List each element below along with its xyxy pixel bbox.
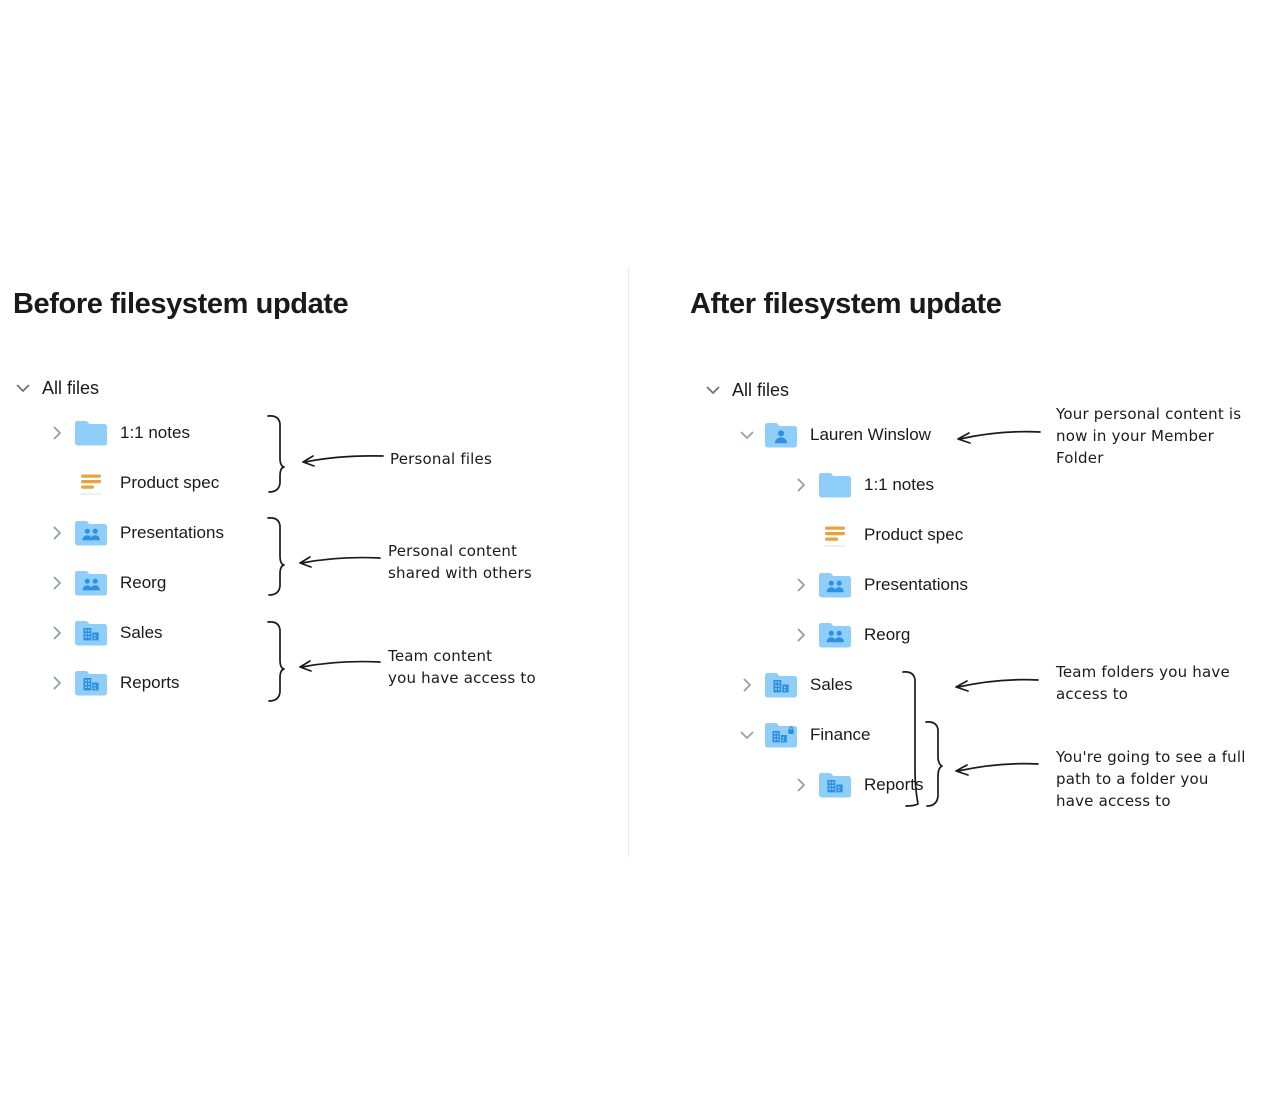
chevron-right-icon[interactable] [46,422,68,444]
chevron-right-icon[interactable] [46,622,68,644]
folder-icon [818,470,852,500]
paper-doc-icon [74,468,108,498]
shared-folder-icon [74,518,108,548]
tree-row-label: Reports [864,775,924,794]
tree-row-all-files[interactable]: All files [690,370,1030,410]
tree-row-reorg[interactable]: Reorg [690,610,1030,660]
lock-badge [788,726,794,734]
tree-row-label: Presentations [120,523,224,542]
tree-row-presentations[interactable]: Presentations [0,508,300,558]
tree-row-reports[interactable]: Reports [690,760,1030,810]
tree-row-1-1-notes[interactable]: 1:1 notes [690,460,1030,510]
tree-row-finance[interactable]: Finance [690,710,1030,760]
after-file-tree: All files Lauren Winslow [690,370,1030,810]
chevron-placeholder [790,524,812,546]
annotation-team-content: Team content you have access to [388,647,536,687]
before-panel: Before filesystem update All files [0,0,628,1100]
chevron-right-icon[interactable] [46,572,68,594]
tree-row-sales[interactable]: Sales [690,660,1030,710]
tree-row-label: Finance [810,725,871,744]
chevron-right-icon[interactable] [790,774,812,796]
tree-row-label: 1:1 notes [864,475,934,494]
tree-row-all-files[interactable]: All files [0,368,300,408]
tree-row-lauren-winslow[interactable]: Lauren Winslow [690,410,1030,460]
annotation-team-folders: Team folders you have access to [1056,663,1230,703]
tree-row-label: All files [732,379,790,400]
tree-row-label: Presentations [864,575,968,594]
chevron-placeholder [46,472,68,494]
paper-doc-icon [818,520,852,550]
team-folder-icon [74,618,108,648]
shared-folder-icon [818,620,852,650]
tree-row-reports[interactable]: Reports [0,658,300,708]
chevron-down-icon[interactable] [702,379,724,401]
tree-row-reorg[interactable]: Reorg [0,558,300,608]
tree-row-label: 1:1 notes [120,423,190,442]
tree-row-label: Reorg [864,625,911,644]
tree-row-product-spec[interactable]: Product spec [690,510,1030,560]
locked-team-folder-icon [764,720,798,750]
annotation-personal-files: Personal files [390,450,492,468]
member-folder-icon [764,420,798,450]
after-panel: After filesystem update All files [628,0,1280,1100]
tree-row-presentations[interactable]: Presentations [690,560,1030,610]
chevron-right-icon[interactable] [790,624,812,646]
chevron-right-icon[interactable] [736,674,758,696]
chevron-right-icon[interactable] [790,474,812,496]
folder-icon [74,418,108,448]
tree-row-label: Sales [120,623,163,642]
annotation-personal-shared: Personal content shared with others [388,542,532,582]
before-panel-title: Before filesystem update [13,288,349,320]
tree-row-label: Lauren Winslow [810,425,931,444]
chevron-right-icon[interactable] [46,522,68,544]
team-folder-icon [74,668,108,698]
chevron-right-icon[interactable] [790,574,812,596]
tree-row-label: Sales [810,675,853,694]
tree-row-label: Reorg [120,573,167,592]
team-folder-icon [764,670,798,700]
chevron-down-icon[interactable] [12,377,34,399]
before-file-tree: All files 1:1 notes [0,368,300,708]
annotation-member-folder: Your personal content is now in your Mem… [1056,405,1242,467]
tree-row-sales[interactable]: Sales [0,608,300,658]
tree-row-1-1-notes[interactable]: 1:1 notes [0,408,300,458]
shared-folder-icon [818,570,852,600]
shared-folder-icon [74,568,108,598]
annotation-full-path: You're going to see a full path to a fol… [1056,748,1246,810]
tree-row-product-spec[interactable]: Product spec [0,458,300,508]
chevron-right-icon[interactable] [46,672,68,694]
chevron-down-icon[interactable] [736,424,758,446]
tree-row-label: Product spec [120,473,220,492]
tree-row-label: Reports [120,673,180,692]
tree-row-label: Product spec [864,525,964,544]
after-panel-title: After filesystem update [690,288,1002,320]
chevron-down-icon[interactable] [736,724,758,746]
team-folder-icon [818,770,852,800]
tree-row-label: All files [42,377,100,398]
panel-divider [628,267,629,857]
